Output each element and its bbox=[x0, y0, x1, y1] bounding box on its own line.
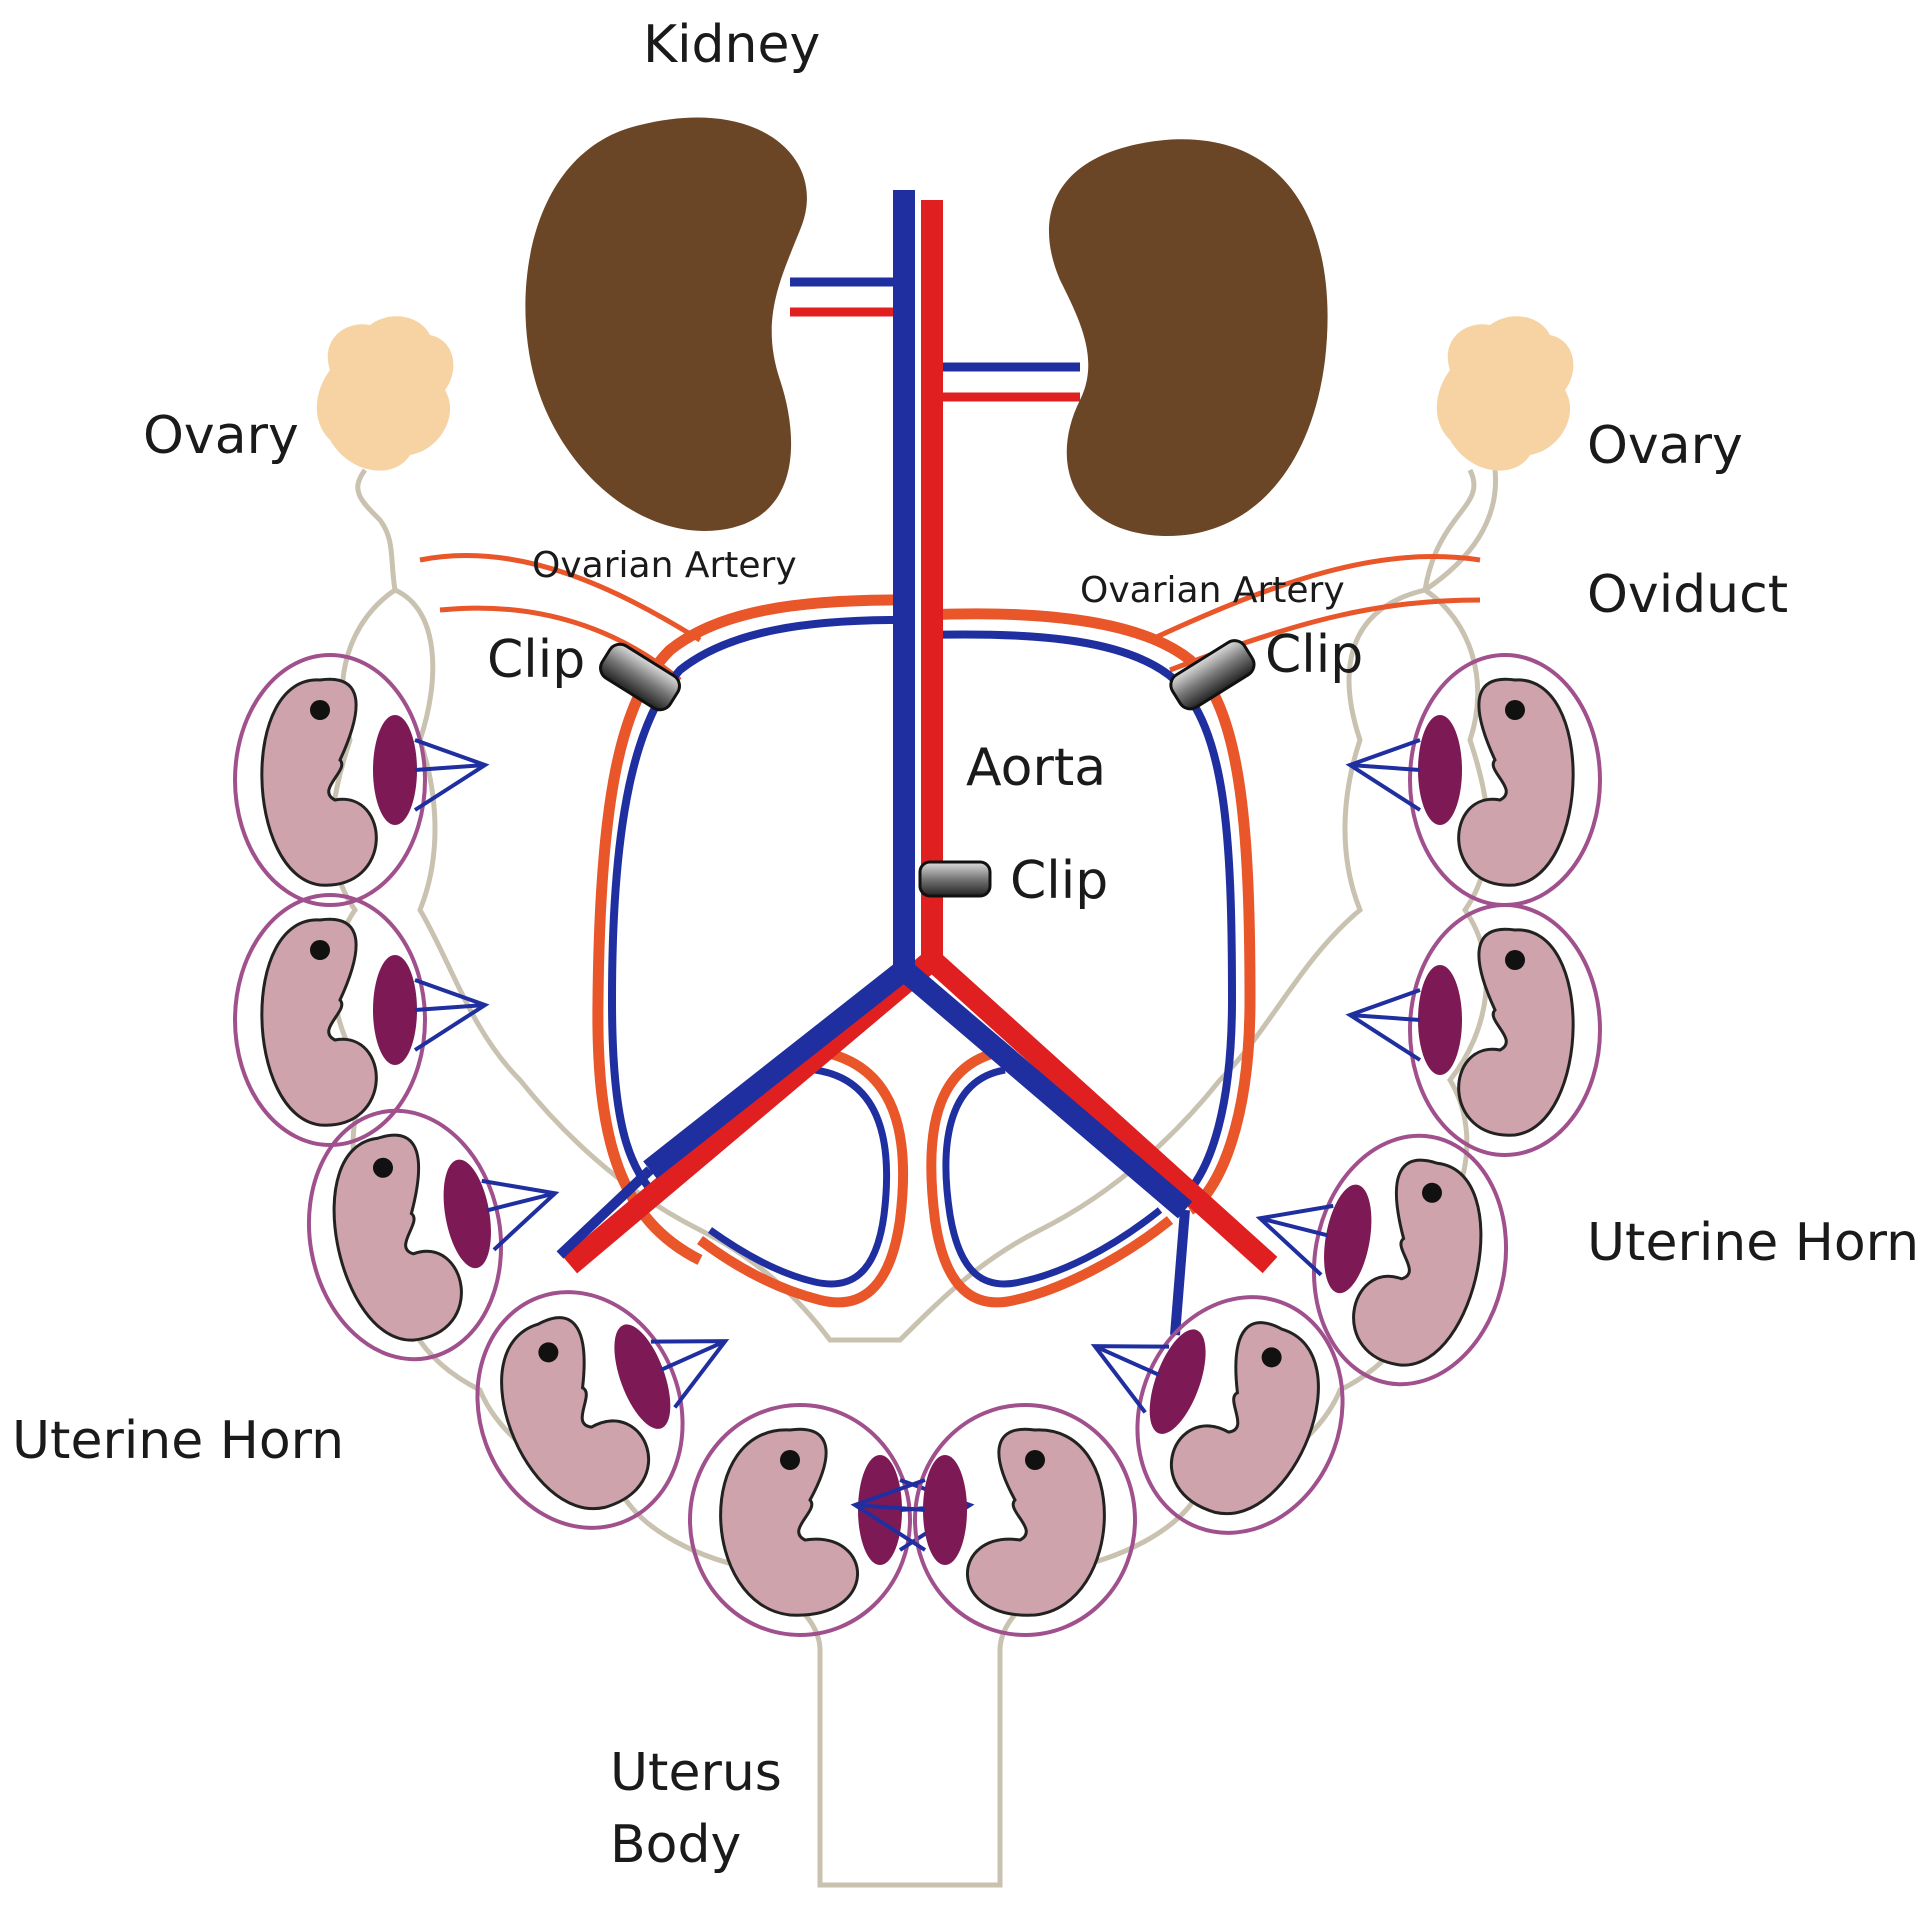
embryo bbox=[500, 1316, 650, 1511]
placenta bbox=[1324, 1184, 1372, 1294]
lower-loop-left bbox=[697, 1045, 909, 1308]
placental-vessels bbox=[481, 1178, 560, 1252]
lower-loop-left-vein bbox=[707, 1066, 891, 1288]
label-aorta: Aorta bbox=[966, 738, 1106, 798]
label-ovarian-artery-left: Ovarian Artery bbox=[532, 545, 797, 586]
lower-loop-right bbox=[926, 1045, 1174, 1308]
placenta bbox=[923, 1455, 967, 1565]
placental-vessels bbox=[1345, 738, 1422, 812]
fetal-sac bbox=[233, 653, 490, 907]
clip-left-icon bbox=[599, 642, 681, 712]
embryo-eye bbox=[1025, 1450, 1045, 1470]
ovary-left bbox=[316, 316, 454, 471]
placental-vessels bbox=[1255, 1203, 1334, 1277]
placenta bbox=[614, 1324, 671, 1429]
placenta bbox=[858, 1455, 902, 1565]
embryo bbox=[719, 1427, 859, 1617]
placental-vessels bbox=[1345, 988, 1422, 1062]
embryo-eye bbox=[1422, 1182, 1443, 1203]
amniotic-sac bbox=[306, 1108, 504, 1362]
embryo bbox=[1457, 927, 1575, 1137]
embryo-eye bbox=[538, 1342, 559, 1363]
ovary-right bbox=[1436, 316, 1574, 471]
placental-vessels bbox=[413, 978, 490, 1052]
label-uterus-body-line2: Body bbox=[610, 1815, 741, 1875]
label-ovarian-artery-right: Ovarian Artery bbox=[1080, 570, 1345, 611]
embryo bbox=[332, 1133, 463, 1342]
iliac-vein-right-ext bbox=[1170, 1209, 1190, 1336]
uterine-vein-loop-right bbox=[924, 630, 1237, 1193]
uterus-inner-outline bbox=[393, 587, 1426, 1343]
label-oviduct: Oviduct bbox=[1587, 565, 1788, 625]
kidney-left bbox=[525, 117, 807, 531]
uterine-artery-loop bbox=[592, 594, 901, 1265]
placental-vessels bbox=[650, 1339, 730, 1409]
fetal-sac bbox=[1090, 1295, 1345, 1535]
fetal-sac bbox=[850, 1403, 1137, 1637]
placenta bbox=[443, 1159, 491, 1269]
amniotic-sac bbox=[233, 653, 427, 907]
embryo bbox=[1457, 677, 1575, 887]
fetal-sac bbox=[688, 1403, 975, 1637]
placenta bbox=[373, 715, 417, 825]
label-uterine-horn-right: Uterine Horn bbox=[1587, 1213, 1919, 1273]
embryo bbox=[1170, 1321, 1320, 1516]
amniotic-sac bbox=[1135, 1295, 1345, 1535]
label-clip-right: Clip bbox=[1265, 625, 1363, 685]
embryo-eye bbox=[780, 1450, 800, 1470]
oviduct-left bbox=[355, 468, 398, 591]
fetal-sac bbox=[233, 893, 490, 1147]
fetal-sac bbox=[475, 1290, 730, 1530]
fetal-sac bbox=[1345, 653, 1602, 907]
embryo-eye bbox=[310, 700, 330, 720]
embryo-eye bbox=[372, 1157, 393, 1178]
placental-vessels bbox=[1090, 1344, 1170, 1414]
label-uterine-horn-left: Uterine Horn bbox=[12, 1411, 344, 1471]
embryo-eye bbox=[1505, 950, 1525, 970]
label-clip-aorta: Clip bbox=[1010, 851, 1108, 911]
placental-vessels bbox=[413, 738, 490, 812]
clip-aorta-icon bbox=[918, 860, 992, 898]
placenta bbox=[1149, 1329, 1206, 1434]
embryo bbox=[260, 677, 378, 887]
fetal-sac bbox=[306, 1108, 560, 1362]
iliac-vein-left-ext bbox=[556, 1166, 654, 1259]
embryo-eye bbox=[310, 940, 330, 960]
fetal-sac bbox=[1345, 903, 1602, 1157]
vena-cava bbox=[643, 190, 1193, 1219]
label-ovary-right: Ovary bbox=[1587, 416, 1743, 476]
embryo-eye bbox=[1261, 1347, 1282, 1368]
placenta bbox=[1418, 715, 1462, 825]
label-ovary-left: Ovary bbox=[143, 406, 299, 466]
oviduct-right bbox=[1422, 468, 1477, 591]
label-clip-left: Clip bbox=[487, 630, 585, 690]
label-uterus-body-line1: Uterus bbox=[610, 1743, 782, 1803]
kidney-right bbox=[1048, 139, 1328, 537]
amniotic-sac bbox=[475, 1290, 685, 1530]
uterine-artery-loop-right bbox=[924, 608, 1256, 1215]
amniotic-sac bbox=[913, 1403, 1137, 1637]
label-kidney: Kidney bbox=[643, 15, 820, 75]
fetus-group bbox=[233, 653, 1602, 1637]
aorta bbox=[562, 200, 1278, 1274]
lower-loop-right-vein bbox=[942, 1066, 1163, 1288]
placental-vessels bbox=[850, 1478, 927, 1552]
embryo bbox=[260, 917, 378, 1127]
clip-right-icon bbox=[1169, 639, 1256, 711]
uterine-vein-loop bbox=[607, 616, 901, 1203]
amniotic-sac bbox=[688, 1403, 912, 1637]
renal-vessels-right bbox=[935, 362, 1080, 402]
placenta bbox=[373, 955, 417, 1065]
amniotic-sac bbox=[233, 893, 427, 1147]
embryo bbox=[966, 1427, 1106, 1617]
renal-vessels-left bbox=[790, 277, 905, 317]
amniotic-sac bbox=[1408, 653, 1602, 907]
embryo-eye bbox=[1505, 700, 1525, 720]
embryo bbox=[1352, 1158, 1483, 1367]
placenta bbox=[1418, 965, 1462, 1075]
